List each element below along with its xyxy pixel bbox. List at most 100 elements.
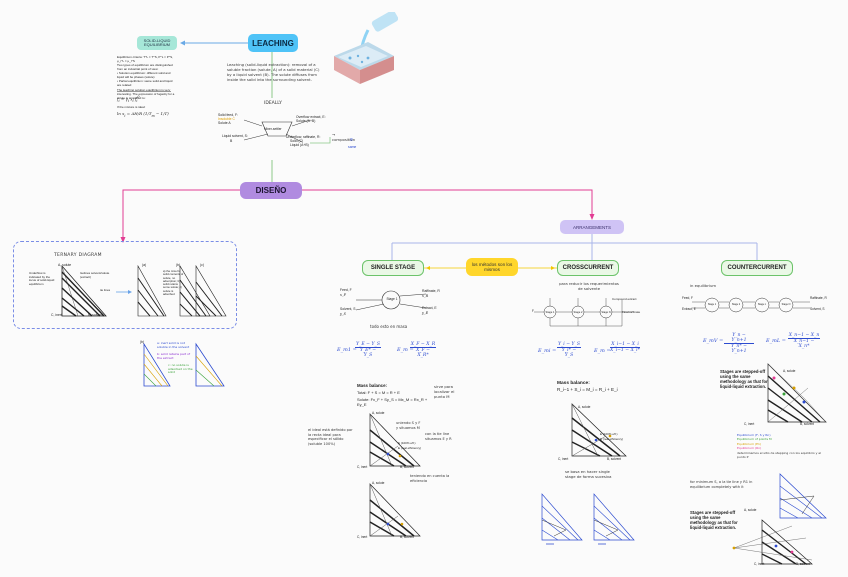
cc-stage2: Stage 2 bbox=[573, 311, 583, 314]
ss-stage: Stage 1 bbox=[386, 297, 398, 301]
ss-tri1-c: C, inert bbox=[357, 465, 368, 469]
ss-tri1-e-ideal: E (100% eff.) bbox=[398, 441, 416, 445]
ternary-a-label: A, solute bbox=[58, 263, 72, 267]
ternary-note-tielines: tie lines bbox=[100, 288, 111, 292]
ss-mass-solute: Solute: Fx_F + Sy_S = Mx_M = Rx_R + Ey_E bbox=[357, 397, 428, 407]
ct-ern-frac: Y_n − Y_n+1 Y_n* − Y_n+1 bbox=[724, 333, 754, 354]
ss-tri1-a: A, solute bbox=[372, 411, 385, 415]
ss-sirve-note: sirve para localizar el punto M bbox=[434, 384, 455, 399]
cc-em-top: X_i−1 − X_i bbox=[610, 342, 640, 348]
single-stage-label: SINGLE STAGE bbox=[370, 265, 416, 271]
crosscurrent-label: CROSSCURRENT bbox=[562, 265, 614, 271]
ss-raffinate: Raffinate, R bbox=[422, 289, 440, 293]
ct-triangle-2 bbox=[732, 519, 813, 565]
ct-tri2-b: B, solvent bbox=[796, 562, 810, 566]
ideal-feed: Solid feed, F: bbox=[218, 113, 238, 117]
solid-liquid-equilibrium-node[interactable]: SOLID-LIQUID EQUILIBRIUM bbox=[137, 36, 177, 50]
ideal-solvent-sub: B bbox=[230, 139, 233, 143]
diseno-node[interactable]: DISEÑO bbox=[240, 182, 302, 199]
ct-stageN: Stage N bbox=[781, 303, 791, 306]
ss-mass-title: Mass balance: bbox=[357, 383, 388, 388]
equilibrium-line: • Solution equilibrium: different solid … bbox=[117, 71, 171, 79]
ss-extract: Extract, E bbox=[422, 306, 437, 310]
ss-raffinate-sub: x_R bbox=[422, 294, 429, 298]
ideal-label: IDEALLY bbox=[264, 101, 282, 106]
ss-eficiencia-note: teniendo en cuenta la eficiencia bbox=[410, 474, 450, 483]
ct-raffinate: Raffinate, R bbox=[810, 296, 827, 300]
same-methods-node[interactable]: los métodos son los mismos bbox=[466, 258, 518, 276]
cc-tri-e-ideal: E (100% eff.) bbox=[600, 432, 618, 436]
countercurrent-node[interactable]: COUNTERCURRENT bbox=[721, 260, 793, 276]
ct-stage1: Stage 1 bbox=[707, 303, 717, 306]
ideal-diagram: Solid feed, F: Insoluble C Solute A Mixe… bbox=[218, 110, 356, 160]
cc-stageN: Stage N bbox=[601, 311, 611, 314]
solid-liquid-equilibrium-label: SOLID-LIQUID EQUILIBRIUM bbox=[143, 38, 171, 47]
single-stage-node[interactable]: SINGLE STAGE bbox=[362, 260, 424, 276]
ct-schematic bbox=[692, 297, 810, 313]
ideal-solvent: Liquid solvent, S: bbox=[222, 134, 248, 138]
equilibrium-line: The leaching solution equilibrium is ver… bbox=[117, 88, 175, 100]
arrangements-node[interactable]: ARRANGEMENTS bbox=[560, 220, 624, 234]
ideal-mixer: Mixer-settler bbox=[264, 127, 282, 131]
ct-extract: Extract, E bbox=[682, 307, 696, 311]
ss-tri2-a: A, solute bbox=[372, 481, 385, 485]
ct-stepped-note-2: Stages are stepped-off using the same me… bbox=[690, 510, 738, 530]
ss-ern-label: E_m1 = bbox=[337, 347, 357, 353]
cc-ern-eq: E_mi = bbox=[538, 348, 556, 354]
cc-feed: F bbox=[532, 309, 534, 313]
ternary-drawings bbox=[61, 264, 227, 317]
ct-in-eq-note: in equilibrium bbox=[690, 283, 717, 288]
ct-stage2: Stage 2 bbox=[731, 303, 741, 306]
cc-ern-bottom: Y_i* − Y_S bbox=[561, 348, 577, 358]
arrangements-label: ARRANGEMENTS bbox=[572, 224, 611, 230]
ss-uniendo-note: uniendo S y F y situamos M bbox=[396, 421, 421, 430]
ideal-underflow-sub1: Solid (C) bbox=[290, 139, 304, 143]
ss-ern-eq: E_m1 = bbox=[337, 347, 357, 353]
cc-tri-c: C, inert bbox=[558, 457, 569, 461]
ideal-underflow-sub2: Liquid (A+B) bbox=[290, 143, 309, 147]
ternary-color-note: c: no solute is adsorbed on the solid bbox=[168, 363, 193, 374]
cc-basa-note: se basa en hacer single stage de forma s… bbox=[565, 469, 612, 479]
ternary-panel-note: a) the mixer's solid contents of solute,… bbox=[163, 269, 184, 297]
ternary-color-triangles bbox=[143, 342, 225, 387]
equilibrium-line: • Partial equilibrium: same solid and li… bbox=[117, 79, 173, 87]
ideal-overflow: Overflow extract, E: bbox=[296, 115, 326, 119]
ideal-underflow: Underflow, raffinate, R: bbox=[286, 135, 321, 139]
ss-em-eq: E_m = bbox=[397, 347, 414, 353]
ct-ern-eq: E_mV = bbox=[703, 338, 723, 344]
ct-legend-item: Equilibrium (Rn) bbox=[737, 446, 762, 451]
crosscurrent-node[interactable]: CROSSCURRENT bbox=[557, 260, 619, 276]
ss-em-bottom: X_F − X_R* bbox=[415, 348, 431, 358]
cc-final-raffinate: Final raffinate bbox=[622, 310, 641, 314]
ss-mass-balance: Mass balance: Total: F + S = M = R + E S… bbox=[357, 383, 437, 407]
ct-em-frac: X_n−1 − X_n X_n−1 − X_n* bbox=[788, 333, 820, 349]
ternary-panel-b: (b) bbox=[176, 263, 181, 267]
cc-em-bottom: X_i−1 − X_i* bbox=[610, 348, 640, 353]
ct-legend-item: Equilibrium (F, S y Rn) bbox=[737, 433, 771, 437]
ct-legend-item: Equilibrium (E1) bbox=[737, 441, 762, 446]
countercurrent-label: COUNTERCURRENT bbox=[727, 265, 787, 271]
ternary-c-label: C, inert bbox=[51, 313, 62, 317]
ss-solvent-sub: y_S bbox=[340, 312, 346, 316]
ct-tri2-c: C, inert bbox=[754, 562, 765, 566]
leaching-description: Leaching (solid-liquid extraction): remo… bbox=[227, 62, 320, 82]
leaching-label: LEACHING bbox=[252, 38, 294, 48]
cc-reduce-note: para reducir los requerimientos de solve… bbox=[559, 281, 619, 291]
ct-feed: Feed, F bbox=[682, 296, 693, 300]
ideal-equal: ≡ bbox=[350, 137, 353, 143]
leaching-node[interactable]: LEACHING bbox=[248, 34, 298, 52]
cc-compound-extract: Compound extract bbox=[612, 297, 637, 301]
cc-mass-balance: Mass balance: R_i−1 + S_i = M_i = R_i + … bbox=[557, 381, 637, 392]
same-methods-label: los métodos son los mismos bbox=[471, 262, 513, 272]
ct-tri1-c: C, inert bbox=[744, 422, 755, 426]
ct-stagen: Stage n bbox=[757, 303, 767, 306]
leaching-illustration bbox=[334, 12, 398, 84]
ternary-note-isolines: Isolines solvent/solute (extract) bbox=[80, 271, 110, 279]
ss-em-label: E_m = bbox=[397, 347, 414, 353]
diseno-label: DISEÑO bbox=[255, 186, 287, 195]
ternary-note-underflow: Underflow is indicated by the locus of s… bbox=[29, 271, 55, 286]
ss-solvent: Solvent, S bbox=[340, 307, 356, 311]
ct-legend: Equilibrium (F, S y Rn) Equilibrium of p… bbox=[737, 433, 827, 459]
